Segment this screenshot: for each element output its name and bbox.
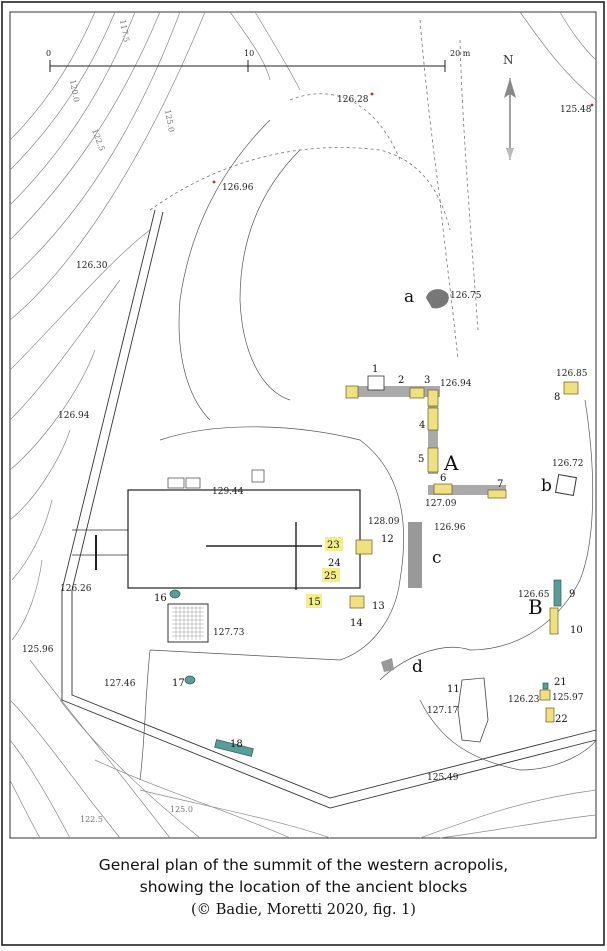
rubble-d [381, 658, 394, 672]
caption-line-1: General plan of the summit of the wester… [98, 856, 509, 874]
block-number: 2 [398, 375, 404, 386]
summit-outlines [139, 119, 597, 781]
elevation-label: 128.09 [368, 517, 400, 527]
elevation-label: 127.46 [104, 679, 136, 689]
block-number: 6 [440, 473, 446, 484]
block-number: 12 [381, 534, 394, 545]
structure-letter-b: b [541, 476, 552, 496]
elevation-label: 126.23 [508, 695, 540, 705]
label-highlights [306, 537, 343, 608]
scale-label-0: 0 [46, 49, 51, 58]
caption-line-2: showing the location of the ancient bloc… [139, 878, 468, 896]
scale-label-10: 10 [244, 49, 254, 58]
block-number: 9 [569, 589, 575, 600]
block-number: 21 [554, 677, 567, 688]
elevation-label: 125.96 [22, 645, 54, 655]
temple-platform [72, 469, 361, 590]
block-number: 4 [419, 420, 425, 431]
teal-blocks [169, 579, 562, 757]
block-number: 15 [308, 597, 321, 608]
elevation-label: 126.96 [434, 523, 466, 533]
elevation-label: 126.94 [440, 379, 472, 389]
scale-bar [49, 60, 446, 72]
elevation-label: 126.28 [337, 95, 369, 105]
elevation-label: 127.09 [425, 499, 457, 509]
block-number: 3 [424, 375, 430, 386]
elevation-label: 127.73 [213, 628, 245, 638]
elevation-label: 126.75 [450, 291, 482, 301]
block-number: 16 [154, 593, 167, 604]
elevation-label: 126.30 [76, 261, 108, 271]
elevation-label: 126.26 [60, 584, 92, 594]
path-lines [149, 19, 479, 361]
block-number: 5 [418, 454, 424, 465]
block-number: 23 [327, 540, 340, 551]
block-number: 25 [324, 571, 337, 582]
north-arrow-icon [504, 78, 516, 160]
block-number: 7 [497, 479, 503, 490]
block-number: 11 [447, 684, 460, 695]
structure-letter-c: c [432, 548, 442, 568]
block-number: 24 [328, 558, 341, 569]
block-number: 18 [230, 739, 243, 750]
contour-label: 120.0 [68, 79, 81, 103]
elevation-label: 125.97 [552, 693, 584, 703]
stone-a [426, 289, 449, 309]
block-11-shape [457, 677, 489, 743]
block-number: 1 [372, 364, 378, 375]
block-number: 13 [372, 601, 385, 612]
north-label: N [503, 53, 514, 67]
block-number: 8 [554, 392, 560, 403]
sondage-grid [167, 603, 209, 643]
contour-label: 122.5 [90, 128, 106, 153]
yellow-blocks [345, 381, 579, 723]
enclosure-wall [61, 209, 597, 809]
elevation-label: 126.94 [58, 411, 90, 421]
caption-credit: (© Badie, Moretti 2020, fig. 1) [191, 902, 416, 918]
spot-height-markers [212, 92, 594, 184]
block-number: 14 [350, 618, 363, 629]
elevation-label: 127.17 [427, 706, 459, 716]
structure-letter-a: a [404, 287, 414, 307]
elevation-label: 126.96 [222, 183, 254, 193]
contour-lines [9, 11, 597, 839]
structure-b-small [554, 473, 578, 497]
elevation-label: 125.48 [560, 105, 592, 115]
block-number: 10 [570, 625, 583, 636]
elevation-label: 126.65 [518, 590, 550, 600]
elevation-label: 126.72 [552, 459, 584, 469]
structure-letter-B: B [528, 595, 543, 619]
contour-label: 125.0 [170, 805, 193, 814]
structure-a [346, 375, 506, 495]
contour-label: 117.5 [118, 19, 131, 43]
block-number: 22 [555, 714, 568, 725]
structure-letter-A: A [443, 451, 459, 475]
structure-c [408, 522, 422, 588]
elevation-label: 129.44 [212, 487, 244, 497]
contour-label: 122.5 [80, 815, 103, 824]
contour-label: 125.0 [163, 109, 176, 133]
elevation-label: 126.85 [556, 369, 588, 379]
elevation-label: 125.49 [427, 773, 459, 783]
structure-letter-d: d [412, 657, 423, 677]
scale-label-20: 20 m [450, 49, 471, 58]
block-number: 17 [172, 678, 185, 689]
